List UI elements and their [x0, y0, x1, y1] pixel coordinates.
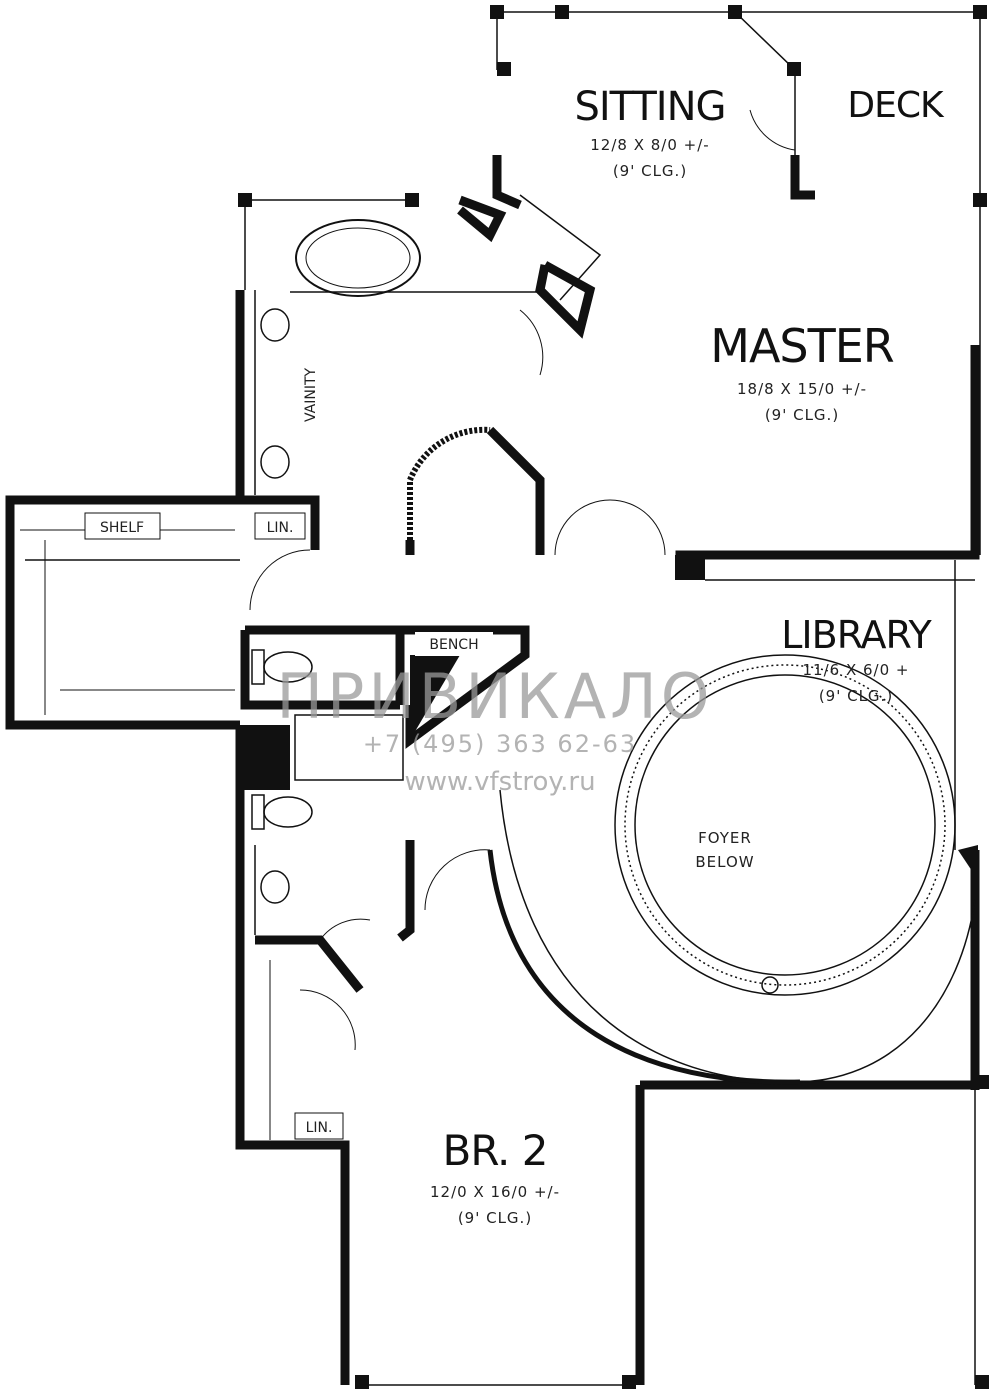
posts: [238, 5, 989, 1389]
closet-rods: [20, 529, 271, 1140]
library-room-size: 11/6 X 6/0 +: [803, 661, 910, 679]
room-labels: SITTING 12/8 X 8/0 +/- (9' CLG.) DECK MA…: [430, 84, 946, 1227]
master-room-name: MASTER: [710, 319, 894, 373]
br2-room-ceiling: (9' CLG.): [458, 1209, 532, 1227]
library-room-ceiling: (9' CLG.): [819, 687, 893, 705]
master-room-ceiling: (9' CLG.): [765, 406, 839, 424]
watermark-phone: +7 (495) 363 62-63: [363, 730, 637, 758]
br2-room-size: 12/0 X 16/0 +/-: [430, 1183, 560, 1201]
br2-room-name: BR. 2: [443, 1126, 548, 1175]
foyer-label-line1: FOYER: [698, 829, 752, 847]
shelf-label: SHELF: [100, 520, 144, 536]
vanity-label: VAINITY: [303, 368, 319, 423]
sitting-room-ceiling: (9' CLG.): [613, 162, 687, 180]
library-room-name: LIBRARY: [781, 613, 932, 657]
sitting-room-size: 12/8 X 8/0 +/-: [590, 136, 709, 154]
linen-label-upper: LIN.: [267, 520, 294, 536]
deck-name: DECK: [847, 85, 945, 126]
linen-label-lower: LIN.: [306, 1120, 333, 1136]
foyer-label-line2: BELOW: [695, 853, 754, 871]
sitting-room-name: SITTING: [574, 84, 725, 130]
master-room-size: 18/8 X 15/0 +/-: [737, 380, 867, 398]
watermark-url: www.vfstroy.ru: [404, 767, 595, 797]
watermark-logo: ПРИВИКАЛО: [276, 660, 713, 733]
bench-label: BENCH: [429, 637, 478, 653]
watermark: ПРИВИКАЛО +7 (495) 363 62-63 www.vfstroy…: [276, 660, 713, 797]
fixture-labels: VAINITY SHELF LIN. LIN. BENCH: [84, 368, 493, 1140]
spiral-staircase: [487, 654, 976, 1085]
walls: [5, 5, 989, 1389]
